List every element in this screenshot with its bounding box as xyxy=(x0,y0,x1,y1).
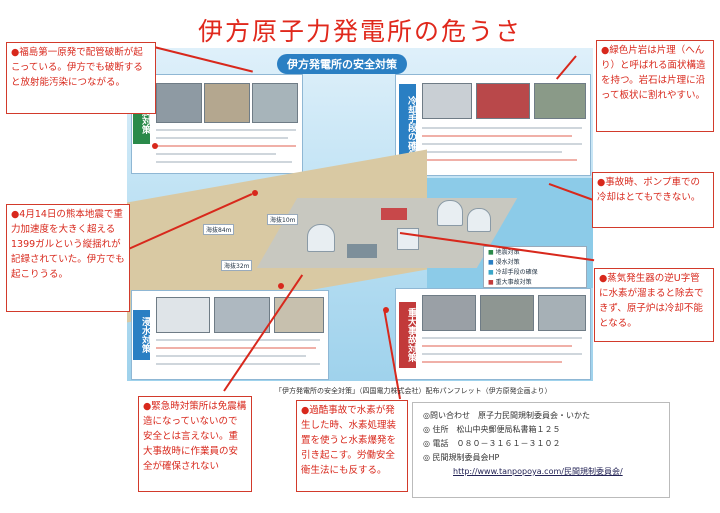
cooling-text-line xyxy=(422,127,582,129)
tab-severe: 重大事故対策 xyxy=(399,302,416,368)
quake-panel xyxy=(131,74,303,174)
cooling-text-line xyxy=(422,143,582,145)
flood-panel xyxy=(131,290,329,380)
severe-photo-3 xyxy=(538,295,586,331)
legend-item: ■ 重大事故対策 xyxy=(488,279,532,286)
height-label-10: 海抜10m xyxy=(267,214,299,225)
building xyxy=(347,244,377,258)
tab-flood: 浸水対策 xyxy=(133,310,150,360)
quake-text-line xyxy=(156,145,296,147)
flood-text-line xyxy=(156,339,320,341)
flood-photo-2 xyxy=(214,297,270,333)
quake-photo-3 xyxy=(252,83,298,123)
page-title: 伊方原子力発電所の危うさ xyxy=(197,17,522,46)
connector-dot xyxy=(383,307,389,313)
quake-text-line xyxy=(156,161,292,163)
quake-photo-1 xyxy=(156,83,202,123)
connector-dot xyxy=(278,283,284,289)
severe-text-line xyxy=(422,337,582,339)
flood-text-line xyxy=(156,363,320,365)
website-link[interactable]: http://www.tanpopoya.com/民間規制委員会/ xyxy=(453,467,623,476)
contact-box: ◎問い合わせ 原子力民間規制委員会・いかた ◎ 住所 松山中央郵便局私書箱１２５… xyxy=(412,402,670,498)
severe-photo-2 xyxy=(480,295,534,331)
cooling-text-line xyxy=(422,135,572,137)
tab-cooling: 冷却手段の確保 xyxy=(399,84,416,170)
brochure-illustration: 伊方発電所の安全対策 地震対策 冷却手段の確保 海抜84m 海抜32m 海抜10… xyxy=(127,48,593,381)
contact-line: ◎ 電話 ０８０－３１６１－３１０２ xyxy=(423,439,561,448)
flood-text-line xyxy=(156,347,316,349)
cooling-panel xyxy=(395,74,591,176)
flood-photo-1 xyxy=(156,297,210,333)
quake-text-line xyxy=(156,129,296,131)
cooling-photo-1 xyxy=(422,83,472,119)
callout-kumamoto-quake: ●4月14日の熊本地震で重力加速度を大きく超える1399ガルという縦揺れが記録さ… xyxy=(6,204,130,312)
callout-green-schist: ●緑色片岩は片理（へんり）と呼ばれる面状構造を持つ。岩石は片理に沿って板状に割れ… xyxy=(596,40,714,132)
reactor-dome-1 xyxy=(307,224,335,252)
building xyxy=(381,208,407,220)
reactor-dome-3 xyxy=(467,208,491,232)
severe-photo-1 xyxy=(422,295,476,331)
contact-line: ◎ 民間規制委員会HP xyxy=(423,453,500,462)
severe-panel xyxy=(395,288,591,380)
callout-hydrogen: ●過酷事故で水素が発生した時、水素処理装置を使うと水素爆発を引き起こす。労働安全… xyxy=(296,400,408,492)
height-label-32: 海抜32m xyxy=(221,260,253,271)
callout-pipe-rupture: ●福島第一原発で配管破断が起こっている。伊方でも破断すると放射能汚染につながる。 xyxy=(6,42,156,114)
connector-dot xyxy=(252,190,258,196)
quake-photo-2 xyxy=(204,83,250,123)
severe-text-line xyxy=(422,361,562,363)
legend-item: ■ 地震対策 xyxy=(488,249,520,256)
brochure-caption: 「伊方発電所の安全対策」（四国電力株式会社）配布パンフレット（伊方原発企画より） xyxy=(275,387,552,395)
reactor-dome-2 xyxy=(437,200,463,226)
cooling-text-line xyxy=(422,159,577,161)
severe-text-line xyxy=(422,353,582,355)
contact-line: ◎問い合わせ 原子力民間規制委員会・いかた xyxy=(423,411,590,420)
legend-item: ■ 浸水対策 xyxy=(488,259,520,266)
quake-text-line xyxy=(156,137,288,139)
height-label-84: 海抜84m xyxy=(203,224,235,235)
brochure-heading: 伊方発電所の安全対策 xyxy=(277,54,407,74)
quake-text-line xyxy=(156,153,276,155)
callout-emergency-office: ●緊急時対策所は免震構造になっていないので安全とは言えない。重大事故時に作業員の… xyxy=(138,396,252,492)
severe-text-line xyxy=(422,345,572,347)
connector-dot xyxy=(152,143,158,149)
cooling-photo-2 xyxy=(476,83,530,119)
legend-item: ■ 冷却手段の確保 xyxy=(488,269,538,276)
callout-steam-generator: ●蒸気発生器の逆U字管に水素が溜まると除去できず、原子炉は冷却不能となる。 xyxy=(594,268,714,342)
cooling-text-line xyxy=(422,151,562,153)
cooling-photo-3 xyxy=(534,83,586,119)
flood-text-line xyxy=(156,355,306,357)
callout-pump-truck: ●事故時、ポンプ車での冷却はとてもできない。 xyxy=(592,172,714,228)
contact-line: ◎ 住所 松山中央郵便局私書箱１２５ xyxy=(423,425,561,434)
